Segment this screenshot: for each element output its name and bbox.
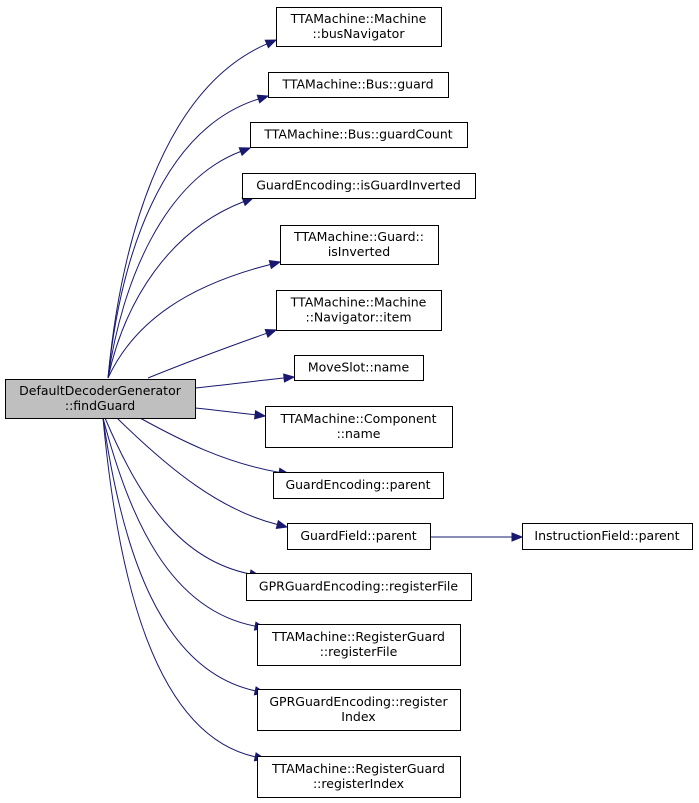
arrowhead-componentName <box>254 410 267 420</box>
arrowhead-busGuardCount <box>238 147 252 157</box>
arrowhead-moveSlotName <box>283 373 296 383</box>
nodes-layer: DefaultDecoderGenerator::findGuardTTAMac… <box>5 7 693 798</box>
node-label: Index <box>341 709 375 724</box>
node-busGuardCount[interactable]: TTAMachine::Bus::guardCount <box>250 122 468 148</box>
node-regGuardRegisterIndex[interactable]: TTAMachine::RegisterGuard::registerIndex <box>257 756 461 798</box>
edge-root-to-guardEncodingParent <box>139 417 280 473</box>
node-label: TTAMachine::RegisterGuard <box>271 629 445 644</box>
edge-root-to-guardFieldParent <box>116 417 278 526</box>
node-box <box>273 472 444 499</box>
edge-root-to-componentName <box>194 407 256 416</box>
node-box <box>522 523 693 550</box>
arrowhead-instructionFieldParent <box>511 532 524 542</box>
node-busGuard[interactable]: TTAMachine::Bus::guard <box>268 72 449 98</box>
node-label: ::busNavigator <box>313 26 406 41</box>
node-box <box>242 173 476 199</box>
edge-root-to-regGuardRegisterFile <box>102 417 256 627</box>
node-box <box>294 355 424 381</box>
node-box <box>276 290 442 331</box>
node-regGuardRegisterFile[interactable]: TTAMachine::RegisterGuard::registerFile <box>257 624 461 666</box>
node-moveSlotName[interactable]: MoveSlot::name <box>294 355 424 381</box>
node-label: GuardEncoding::parent <box>285 477 430 492</box>
edge-root-to-busGuard <box>107 98 259 379</box>
node-label: ::findGuard <box>65 398 135 413</box>
node-guardEncodingParent[interactable]: GuardEncoding::parent <box>273 472 444 499</box>
node-label: TTAMachine::Guard:: <box>293 229 424 244</box>
node-label: InstructionField::parent <box>534 528 679 543</box>
node-label: ::Navigator::item <box>305 310 411 325</box>
edge-root-to-navigatorItem <box>147 332 267 379</box>
edge-root-to-busNavigator <box>107 43 268 379</box>
node-label: TTAMachine::Machine <box>290 11 427 26</box>
node-busNavigator[interactable]: TTAMachine::Machine::busNavigator <box>276 7 442 47</box>
node-box <box>276 7 442 47</box>
node-navigatorItem[interactable]: TTAMachine::Machine::Navigator::item <box>276 290 442 331</box>
arrowhead-navigatorItem <box>264 329 278 338</box>
node-label: TTAMachine::Component <box>280 411 437 426</box>
edge-root-to-guardIsInverted <box>107 263 271 379</box>
edge-root-to-gprRegisterFile <box>104 417 251 575</box>
edge-root-to-moveSlotName <box>194 377 285 389</box>
node-componentName[interactable]: TTAMachine::Component::name <box>265 406 453 448</box>
node-box <box>257 756 461 798</box>
arrowhead-guardIsInverted <box>268 260 282 270</box>
node-label: GuardEncoding::isGuardInverted <box>256 178 461 193</box>
node-guardFieldParent[interactable]: GuardField::parent <box>287 523 431 550</box>
node-instructionFieldParent[interactable]: InstructionField::parent <box>522 523 693 550</box>
node-label: TTAMachine::Bus::guard <box>281 77 433 92</box>
arrowhead-busGuard <box>256 94 270 104</box>
node-gprRegisterIndex[interactable]: GPRGuardEncoding::registerIndex <box>257 689 461 731</box>
node-label: ::name <box>337 426 381 441</box>
arrowhead-busNavigator <box>264 39 278 49</box>
node-label: MoveSlot::name <box>308 360 410 375</box>
node-box <box>257 689 461 731</box>
node-label: ::registerIndex <box>313 776 404 791</box>
node-label: isInverted <box>328 244 390 259</box>
node-box <box>5 379 196 419</box>
node-box <box>287 523 431 550</box>
node-box <box>250 122 468 148</box>
edge-root-to-isGuardInverted <box>107 201 244 379</box>
node-label: DefaultDecoderGenerator <box>19 383 182 398</box>
node-label: TTAMachine::Machine <box>290 295 427 310</box>
node-isGuardInverted[interactable]: GuardEncoding::isGuardInverted <box>242 173 476 199</box>
node-box <box>246 573 472 601</box>
node-label: GPRGuardEncoding::registerFile <box>259 579 458 594</box>
node-box <box>265 406 453 448</box>
node-box <box>280 225 439 265</box>
node-label: TTAMachine::RegisterGuard <box>271 761 445 776</box>
node-label: TTAMachine::Bus::guardCount <box>263 127 452 142</box>
node-gprRegisterFile[interactable]: GPRGuardEncoding::registerFile <box>246 573 472 601</box>
node-label: GuardField::parent <box>300 528 416 543</box>
edge-root-to-busGuardCount <box>107 151 241 379</box>
node-label: ::registerFile <box>320 644 398 659</box>
node-root[interactable]: DefaultDecoderGenerator::findGuard <box>5 379 196 419</box>
node-box <box>257 624 461 666</box>
node-guardIsInverted[interactable]: TTAMachine::Guard::isInverted <box>280 225 439 265</box>
node-label: GPRGuardEncoding::register <box>269 694 448 709</box>
edge-root-to-regGuardRegisterIndex <box>102 417 256 758</box>
arrowhead-guardFieldParent <box>275 519 289 530</box>
edge-root-to-gprRegisterIndex <box>102 417 256 692</box>
node-box <box>268 72 449 98</box>
